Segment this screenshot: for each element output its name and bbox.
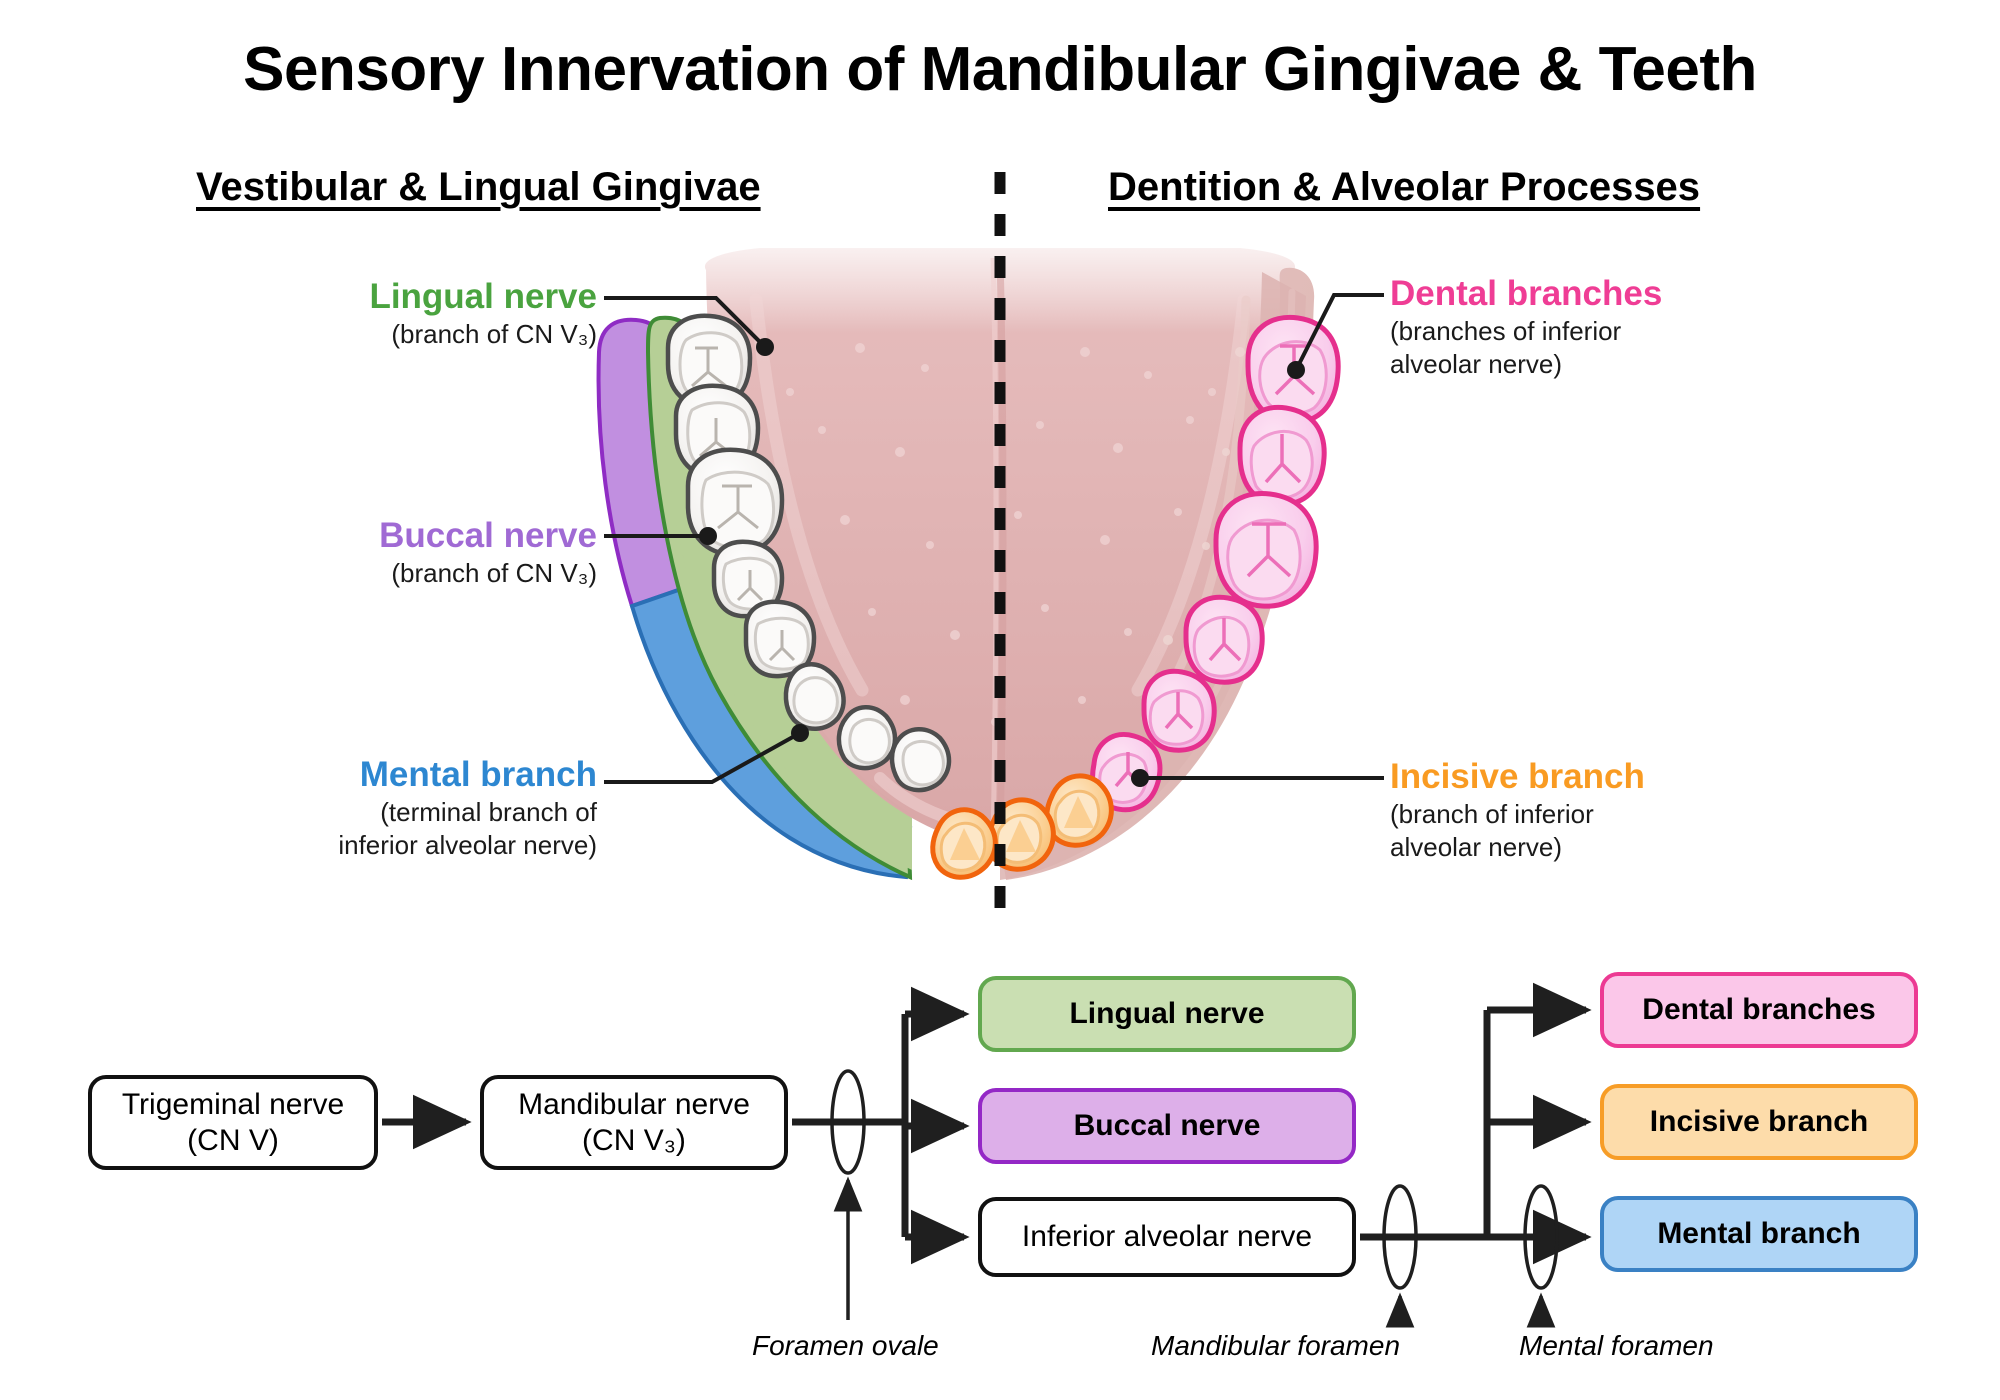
callout-leaders xyxy=(604,293,1384,787)
right-teeth-dental-branches xyxy=(1090,314,1341,813)
flow-node-mental-branch[interactable]: Mental branch xyxy=(1600,1196,1918,1272)
callout-lingual-nerve: Lingual nerve (branch of CN V₃) xyxy=(0,278,597,349)
callout-incisive-subtitle-line1: (branch of inferior xyxy=(1390,798,1594,829)
mental-foramen-ellipse xyxy=(1523,1184,1559,1290)
flow-node-lingual-label: Lingual nerve xyxy=(1069,997,1265,1031)
section-heading-vestibular-lingual: Vestibular & Lingual Gingivae xyxy=(196,165,761,209)
callout-dental-branches: Dental branches (branches of inferior al… xyxy=(1390,275,1950,380)
callout-dental-title: Dental branches xyxy=(1390,274,1663,313)
label-mandibular-foramen: Mandibular foramen xyxy=(1151,1330,1401,1361)
flow-node-incisive-label: Incisive branch xyxy=(1649,1105,1869,1139)
label-foramen-ovale: Foramen ovale xyxy=(752,1330,939,1361)
callout-incisive-branch: Incisive branch (branch of inferior alve… xyxy=(1390,758,1950,863)
flow-node-mental-label: Mental branch xyxy=(1657,1217,1861,1251)
callout-lingual-subtitle: (branch of CN V₃) xyxy=(391,318,597,349)
flow-node-trigeminal-line1: Trigeminal nerve xyxy=(121,1088,345,1122)
flow-node-mandibular-nerve[interactable]: Mandibular nerve (CN V₃) xyxy=(480,1075,788,1170)
callout-buccal-title: Buccal nerve xyxy=(379,516,597,555)
section-heading-dentition-alveolar: Dentition & Alveolar Processes xyxy=(1108,165,1701,209)
flow-node-mandibular-line1: Mandibular nerve xyxy=(518,1088,750,1122)
flow-node-dental-branches[interactable]: Dental branches xyxy=(1600,972,1918,1048)
flow-node-trigeminal-nerve[interactable]: Trigeminal nerve (CN V) xyxy=(88,1075,378,1170)
callout-buccal-subtitle: (branch of CN V₃) xyxy=(391,557,597,588)
flow-node-dental-label: Dental branches xyxy=(1642,993,1876,1027)
foramen-ovale-ellipse xyxy=(830,1069,866,1175)
flow-node-incisive-branch[interactable]: Incisive branch xyxy=(1600,1084,1918,1160)
callout-mental-subtitle-line2: inferior alveolar nerve) xyxy=(338,830,597,861)
callout-lingual-title: Lingual nerve xyxy=(369,277,597,316)
callout-mental-subtitle-line1: (terminal branch of xyxy=(380,796,597,827)
foramen-pointers xyxy=(833,1176,1556,1328)
callout-buccal-nerve: Buccal nerve (branch of CN V₃) xyxy=(0,517,597,588)
flow-node-ian-label: Inferior alveolar nerve xyxy=(1021,1220,1313,1254)
callout-dental-subtitle-line1: (branches of inferior xyxy=(1390,315,1622,346)
callout-mental-branch: Mental branch (terminal branch of inferi… xyxy=(0,756,597,861)
label-mental-foramen: Mental foramen xyxy=(1519,1330,1714,1361)
flow-node-buccal-nerve[interactable]: Buccal nerve xyxy=(978,1088,1356,1164)
flow-node-lingual-nerve[interactable]: Lingual nerve xyxy=(978,976,1356,1052)
callout-incisive-title: Incisive branch xyxy=(1390,757,1645,796)
page-title: Sensory Innervation of Mandibular Gingiv… xyxy=(243,35,1757,104)
callout-dental-subtitle-line2: alveolar nerve) xyxy=(1390,349,1562,380)
flow-node-buccal-label: Buccal nerve xyxy=(1073,1109,1261,1143)
flow-node-trigeminal-line2: (CN V) xyxy=(187,1123,279,1157)
flow-node-mandibular-line2: (CN V₃) xyxy=(582,1123,686,1157)
callout-incisive-subtitle-line2: alveolar nerve) xyxy=(1390,832,1562,863)
flow-node-inferior-alveolar-nerve[interactable]: Inferior alveolar nerve xyxy=(978,1197,1356,1277)
foramen-ellipses xyxy=(830,1069,1559,1290)
mandibular-foramen-ellipse xyxy=(1382,1184,1418,1290)
callout-mental-title: Mental branch xyxy=(359,755,597,794)
